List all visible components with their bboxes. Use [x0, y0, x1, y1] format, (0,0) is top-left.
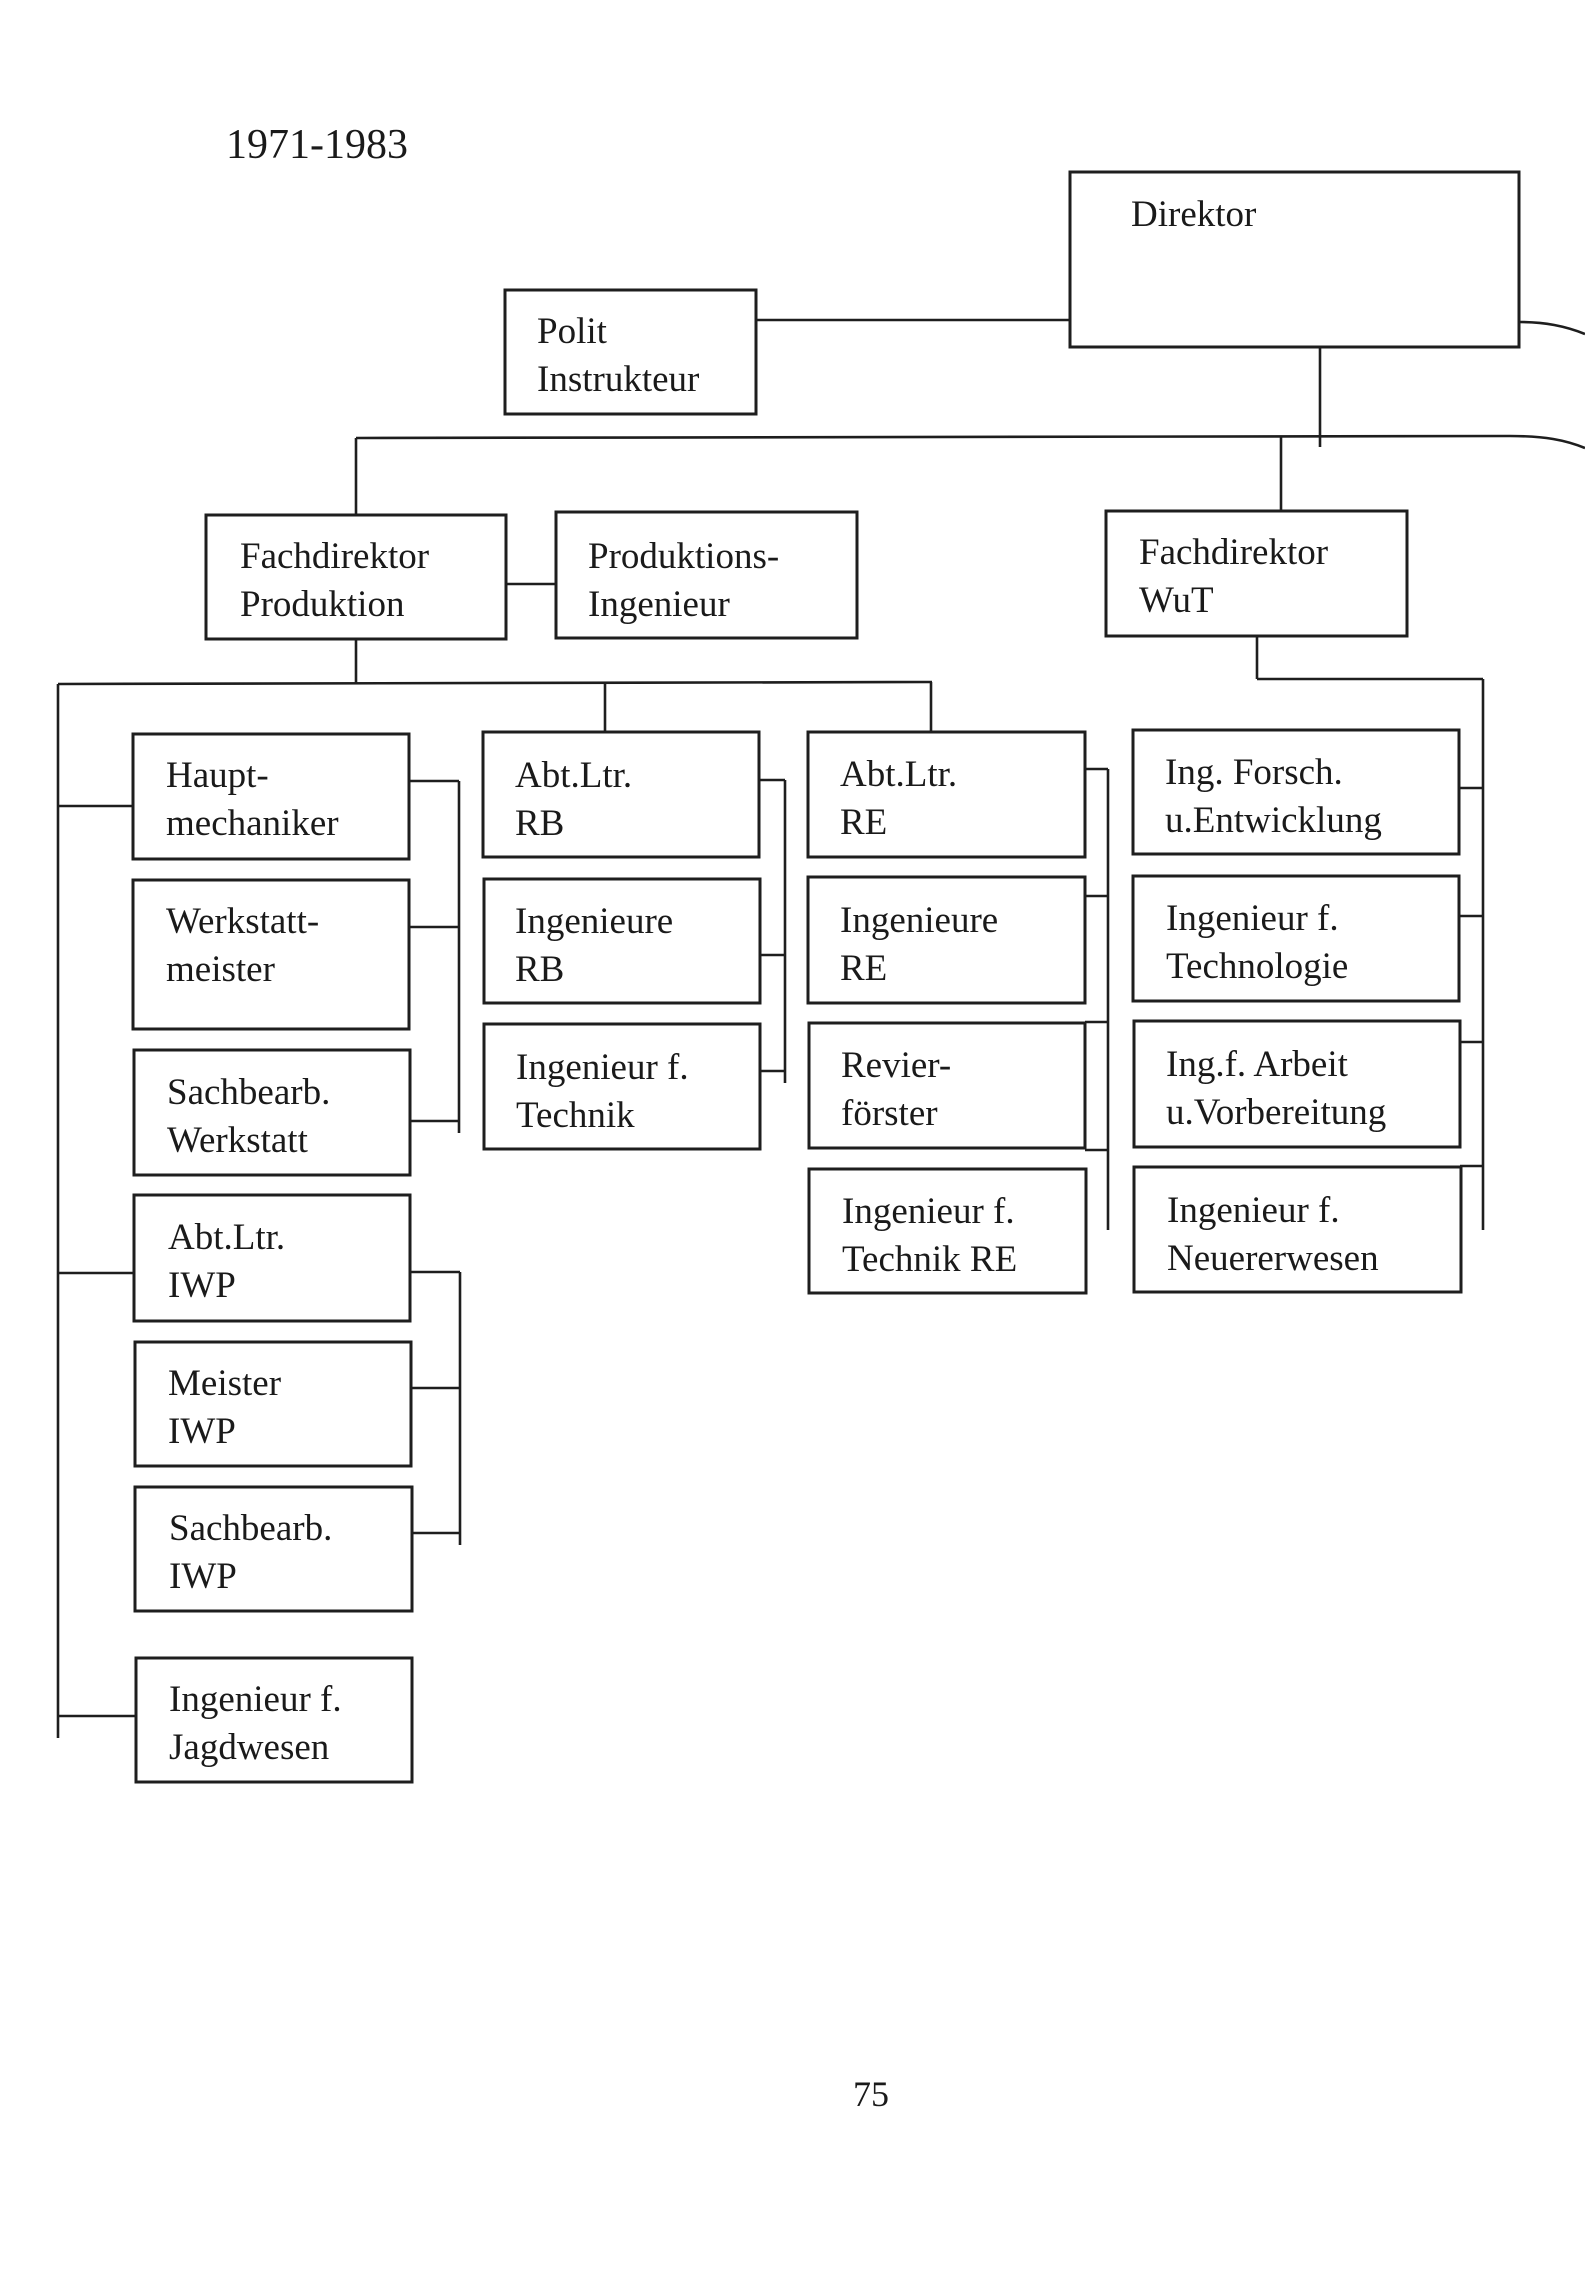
node-label: Ingenieure: [515, 901, 673, 942]
node-revierfoerster: Revier- förster: [807, 1021, 1087, 1150]
connector-production-bus: [57, 680, 933, 686]
node-werkstattmeister: Werkstatt- meister: [131, 878, 411, 1031]
node-label: Sachbearb.: [169, 1508, 332, 1549]
node-abtltr-rb: Abt.Ltr. RB: [481, 730, 761, 859]
node-label: Ing. Forsch.: [1165, 752, 1343, 793]
node-label: Direktor: [1131, 194, 1256, 235]
node-label: Technik RE: [842, 1239, 1017, 1280]
node-label: IWP: [169, 1556, 237, 1597]
node-label: Ingenieur f.: [1166, 898, 1339, 939]
node-label: Ingenieur f.: [516, 1047, 689, 1088]
node-label: mechaniker: [166, 803, 339, 844]
node-label: IWP: [168, 1265, 236, 1306]
node-polit-instrukteur: Polit Instrukteur: [503, 288, 758, 416]
node-label: Revier-: [841, 1045, 951, 1086]
node-fachdirektor-wut: Fachdirektor WuT: [1104, 509, 1409, 638]
node-ing-forschung-entwicklung: Ing. Forsch. u.Entwicklung: [1131, 728, 1461, 856]
node-label: Haupt-: [166, 755, 269, 796]
node-label: Technologie: [1166, 946, 1348, 987]
chart-title: 1971-1983: [226, 122, 408, 168]
node-sachbearb-iwp: Sachbearb. IWP: [133, 1485, 414, 1613]
node-label: Instrukteur: [537, 359, 699, 400]
connector-lines: [56, 318, 1585, 1738]
connector-direktor-right: [1518, 320, 1585, 336]
connector-main-bus: [355, 434, 1585, 450]
node-label: Ingenieur: [588, 584, 730, 625]
node-ingenieure-rb: Ingenieure RB: [482, 877, 762, 1005]
node-meister-iwp: Meister IWP: [133, 1340, 413, 1468]
node-abtltr-iwp: Abt.Ltr. IWP: [132, 1193, 412, 1323]
node-label: Produktion: [240, 584, 404, 625]
node-label: u.Entwicklung: [1165, 800, 1382, 841]
node-label: IWP: [168, 1411, 236, 1452]
node-label: Fachdirektor: [1139, 532, 1328, 573]
node-label: meister: [166, 949, 275, 990]
node-label: Ingenieur f.: [1167, 1190, 1340, 1231]
node-label: Ingenieur f.: [169, 1679, 342, 1720]
node-ingenieure-re: Ingenieure RE: [806, 875, 1087, 1005]
node-ingenieur-jagdwesen: Ingenieur f. Jagdwesen: [134, 1656, 414, 1784]
node-ingenieur-technik: Ingenieur f. Technik: [482, 1022, 762, 1151]
node-label: RB: [515, 803, 564, 844]
node-label: RB: [515, 949, 564, 990]
node-label: förster: [841, 1093, 938, 1134]
node-label: Produktions-: [588, 536, 779, 577]
node-label: Jagdwesen: [169, 1727, 329, 1768]
node-label: RE: [840, 948, 887, 989]
node-label: Fachdirektor: [240, 536, 429, 577]
node-label: Meister: [168, 1363, 281, 1404]
node-label: Werkstatt-: [166, 901, 319, 942]
node-fachdirektor-produktion: Fachdirektor Produktion: [204, 513, 508, 641]
page-number: 75: [853, 2074, 889, 2114]
node-label: RE: [840, 802, 887, 843]
node-label: WuT: [1139, 580, 1214, 621]
node-label: Abt.Ltr.: [168, 1217, 285, 1258]
node-direktor: Direktor: [1068, 170, 1521, 349]
node-abtltr-re: Abt.Ltr. RE: [806, 730, 1087, 859]
node-label: Neuererwesen: [1167, 1238, 1379, 1279]
node-ing-arbeit-vorbereitung: Ing.f. Arbeit u.Vorbereitung: [1132, 1019, 1462, 1149]
node-label: Technik: [516, 1095, 635, 1136]
node-label: Abt.Ltr.: [515, 755, 632, 796]
node-ingenieur-neuererwesen: Ingenieur f. Neuererwesen: [1132, 1165, 1463, 1294]
node-label: Sachbearb.: [167, 1072, 330, 1113]
node-hauptmechaniker: Haupt- mechaniker: [131, 732, 411, 861]
node-ingenieur-technologie: Ingenieur f. Technologie: [1131, 874, 1461, 1003]
node-ingenieur-technik-re: Ingenieur f. Technik RE: [807, 1167, 1088, 1295]
node-sachbearb-werkstatt: Sachbearb. Werkstatt: [132, 1048, 412, 1177]
node-label: Ingenieur f.: [842, 1191, 1015, 1232]
node-label: Ing.f. Arbeit: [1166, 1044, 1349, 1085]
node-label: Ingenieure: [840, 900, 998, 941]
node-label: Polit: [537, 311, 608, 352]
node-label: Werkstatt: [167, 1120, 309, 1161]
node-label: Abt.Ltr.: [840, 754, 957, 795]
node-produktions-ingenieur: Produktions- Ingenieur: [554, 510, 859, 640]
node-label: u.Vorbereitung: [1166, 1092, 1386, 1133]
